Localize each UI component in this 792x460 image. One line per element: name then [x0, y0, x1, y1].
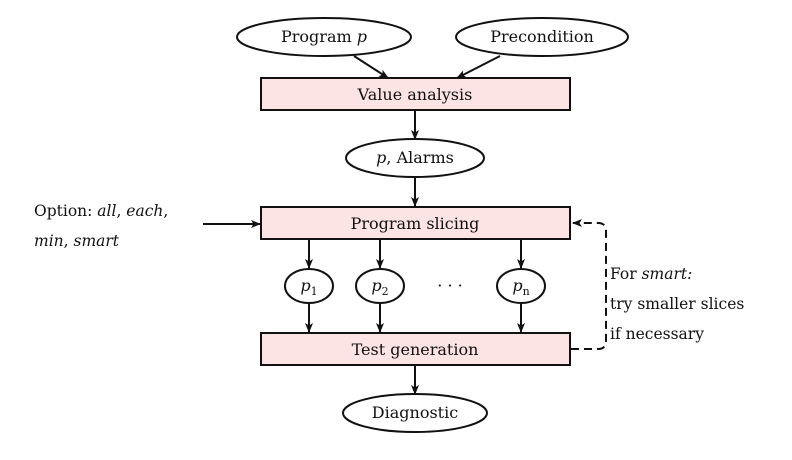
program-slicing-label: Program slicing [351, 214, 480, 233]
alarms-node: p, Alarms [345, 138, 485, 178]
arrow-precondition-to-value-analysis [456, 55, 501, 79]
test-generation-label: Test generation [352, 340, 479, 359]
arrow-program-to-value-analysis [353, 55, 389, 79]
slice-ellipsis: · · · [437, 276, 462, 295]
slice-node-p1: p1 [284, 268, 334, 304]
slice-node-p2: p2 [355, 268, 405, 304]
svg-text:p2: p2 [371, 276, 388, 298]
program-label: Program [281, 27, 357, 46]
smart-note-line3: if necessary [610, 325, 704, 343]
program-var: p [357, 27, 367, 46]
svg-text:p, Alarms: p, Alarms [376, 148, 454, 167]
program-slicing-box: Program slicing [260, 206, 571, 240]
precondition-label: Precondition [490, 27, 594, 46]
test-generation-box: Test generation [260, 332, 571, 366]
alarms-label: , Alarms [386, 148, 453, 167]
option-note-line2: min, smart [34, 232, 120, 250]
svg-text:pn: pn [512, 276, 529, 298]
smart-feedback-loop [571, 219, 607, 350]
diagnostic-node: Diagnostic [342, 393, 488, 433]
precondition-node: Precondition [455, 17, 629, 57]
program-node: Program p [236, 17, 412, 57]
slice-node-pn: pn [496, 268, 546, 304]
smart-note-line2: try smaller slices [610, 295, 744, 313]
diagnostic-label: Diagnostic [372, 403, 458, 422]
value-analysis-box: Value analysis [260, 77, 571, 111]
svg-text:p1: p1 [300, 276, 317, 298]
alarms-var: p [376, 148, 386, 167]
option-note-line1: Option: all, each, [34, 202, 168, 220]
svg-text:Program p: Program p [281, 27, 367, 46]
smart-note-line1: For smart: [610, 265, 692, 283]
value-analysis-label: Value analysis [357, 85, 473, 104]
